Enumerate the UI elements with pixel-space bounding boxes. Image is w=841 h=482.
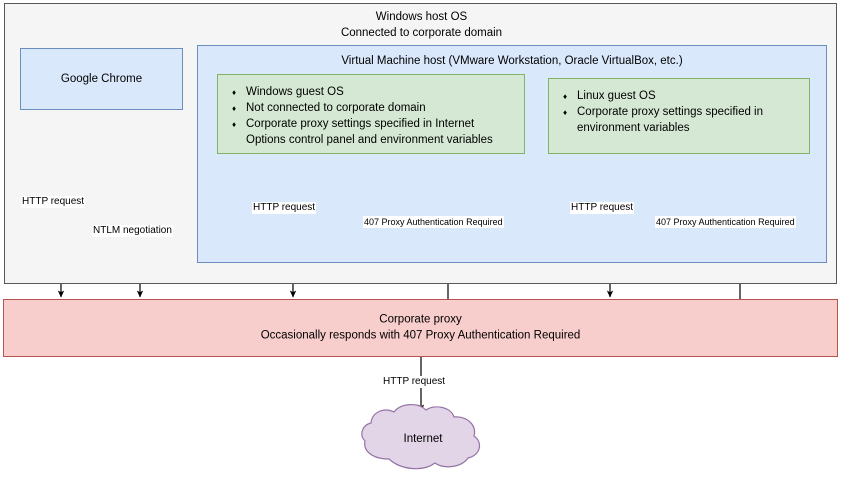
edge-label-proxy-internet: HTTP request bbox=[382, 376, 447, 388]
linux-guest-bullet-list: Linux guest OS Corporate proxy settings … bbox=[549, 79, 809, 136]
list-item: Corporate proxy settings specified in en… bbox=[563, 104, 801, 136]
edge-label-chrome-ntlm: NTLM negotiation bbox=[92, 225, 173, 237]
edge-label-linuxguest-407: 407 Proxy Authentication Required bbox=[655, 216, 796, 228]
corporate-proxy-box: Corporate proxy Occasionally responds wi… bbox=[3, 299, 838, 357]
virtual-machine-host-title: Virtual Machine host (VMware Workstation… bbox=[341, 55, 683, 67]
internet-label: Internet bbox=[403, 433, 443, 445]
windows-guest-os-box: Windows guest OS Not connected to corpor… bbox=[217, 74, 525, 154]
google-chrome-label: Google Chrome bbox=[60, 73, 143, 85]
edge-label-linuxguest-http: HTTP request bbox=[570, 202, 635, 214]
edge-label-winguest-http: HTTP request bbox=[252, 202, 317, 214]
edge-label-winguest-407: 407 Proxy Authentication Required bbox=[363, 216, 504, 228]
google-chrome-box[interactable]: Google Chrome bbox=[20, 48, 183, 110]
edge-label-chrome-http: HTTP request bbox=[21, 196, 86, 208]
list-item: Linux guest OS bbox=[563, 88, 801, 105]
corporate-proxy-line2: Occasionally responds with 407 Proxy Aut… bbox=[260, 329, 581, 341]
internet-cloud: Internet bbox=[361, 406, 485, 472]
internet-cloud-shape bbox=[361, 404, 481, 470]
list-item: Windows guest OS bbox=[232, 84, 516, 101]
host-os-title-line1: Windows host OS bbox=[375, 11, 468, 23]
windows-host-os-title: Windows host OS Connected to corporate d… bbox=[5, 10, 838, 41]
windows-guest-bullet-list: Windows guest OS Not connected to corpor… bbox=[218, 75, 524, 148]
corporate-proxy-line1: Corporate proxy bbox=[379, 313, 462, 326]
linux-guest-os-box: Linux guest OS Corporate proxy settings … bbox=[548, 78, 810, 154]
corporate-proxy-text: Corporate proxy Occasionally responds wi… bbox=[4, 313, 837, 344]
list-item: Not connected to corporate domain bbox=[232, 100, 516, 117]
list-item: Corporate proxy settings specified in In… bbox=[232, 116, 516, 148]
host-os-title-line2: Connected to corporate domain bbox=[340, 26, 503, 39]
